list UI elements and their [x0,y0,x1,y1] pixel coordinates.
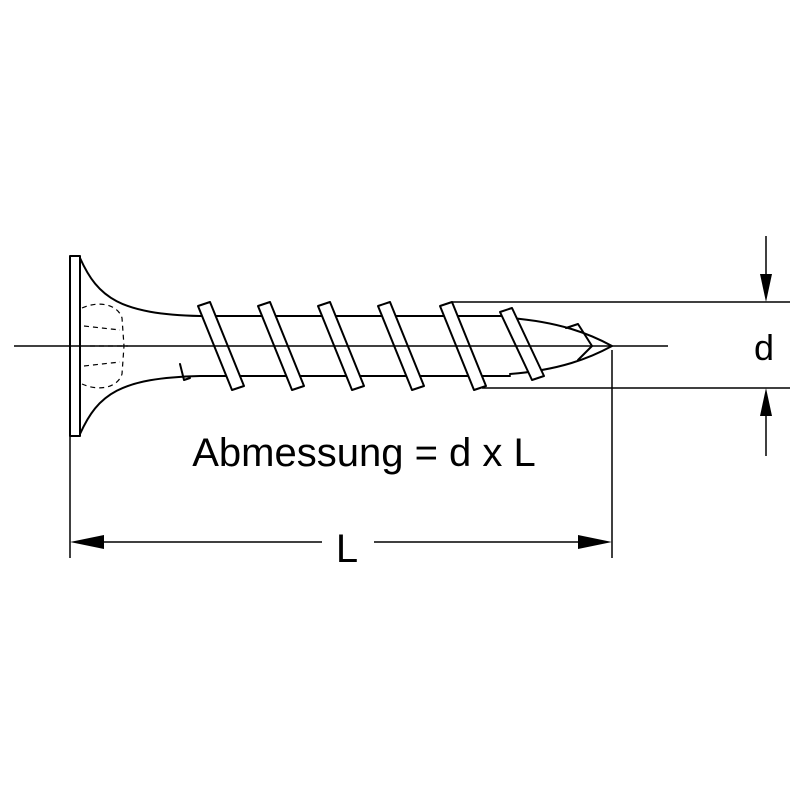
dimension-caption: Abmessung = d x L [192,431,536,475]
diameter-label: d [754,327,774,368]
head-nib [179,363,191,381]
head-lower-curve [79,375,201,435]
tip-thread-end [565,323,593,361]
length-arrow-right-head [578,535,612,549]
diameter-dimension: d [452,236,790,456]
length-arrow-left-head [70,535,104,549]
length-label: L [336,527,358,571]
head-upper-curve [79,257,201,317]
diameter-arrow-top-head [760,274,772,302]
thread-crest [499,307,545,381]
length-dimension: L [69,350,613,571]
diameter-arrow-bottom-head [760,388,772,416]
